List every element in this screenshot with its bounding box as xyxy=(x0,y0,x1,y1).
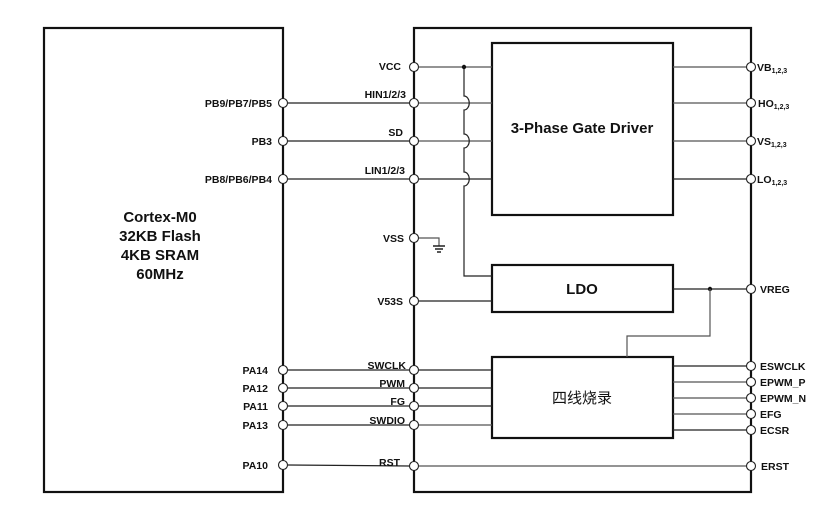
driver-pin-label: RST xyxy=(379,457,401,469)
mcu-box xyxy=(42,26,285,494)
pin-marker xyxy=(408,295,420,307)
driver-pin-label: LIN1/2/3 xyxy=(365,165,405,177)
driver-pin-label: ERST xyxy=(761,461,790,473)
pin-marker xyxy=(408,400,420,412)
pin-marker xyxy=(277,400,289,412)
mcu-title-line: 4KB SRAM xyxy=(121,247,199,264)
driver-pin-label: ESWCLK xyxy=(760,361,806,373)
ground-icon xyxy=(433,245,445,253)
pin-marker xyxy=(408,364,420,376)
pin-marker xyxy=(408,419,420,431)
driver-pin-label: HIN1/2/3 xyxy=(365,89,407,101)
pin-marker xyxy=(277,135,289,147)
pin-marker xyxy=(745,460,757,472)
driver-pin-label: PWM xyxy=(379,378,405,390)
driver-pin-label: V53S xyxy=(377,296,403,308)
driver-pin-label: VB1,2,3 xyxy=(757,62,787,75)
driver-pin-label: ECSR xyxy=(760,425,790,437)
driver-pin-label: VCC xyxy=(379,61,402,73)
mcu-pin-label: PA13 xyxy=(243,420,269,432)
mcu-pins: PB9/PB7/PB5 PB3 PB8/PB6/PB4 PA14 PA12 PA… xyxy=(205,97,289,472)
driver-pin-label: FG xyxy=(390,396,405,408)
pin-marker xyxy=(745,97,757,109)
pin-marker xyxy=(408,61,420,73)
pin-marker xyxy=(277,419,289,431)
driver-pin-label: VS1,2,3 xyxy=(757,136,787,149)
driver-pin-label: VREG xyxy=(760,284,790,296)
pin-marker xyxy=(745,61,757,73)
driver-pin-label: EPWM_N xyxy=(760,393,806,405)
mcu-pin-label: PB9/PB7/PB5 xyxy=(205,98,272,110)
driver-pin-label: EPWM_P xyxy=(760,377,806,389)
mcu-pin-label: PA10 xyxy=(243,460,269,472)
pin-marker xyxy=(277,97,289,109)
pin-marker xyxy=(408,460,420,472)
mcu-pin-label: PB3 xyxy=(252,136,273,148)
mcu-pin-label: PB8/PB6/PB4 xyxy=(205,174,272,186)
pin-marker xyxy=(277,364,289,376)
pin-marker xyxy=(745,360,757,372)
pin-marker xyxy=(277,382,289,394)
pin-marker xyxy=(277,459,289,471)
mcu-title-line: 32KB Flash xyxy=(119,228,201,245)
gate-driver-block xyxy=(490,41,675,217)
ldo-label: LDO xyxy=(566,281,598,298)
programmer-label: 四线烧录 xyxy=(552,389,612,407)
mcu-title-line: 60MHz xyxy=(136,266,184,283)
mcu-title: Cortex-M0 32KB Flash 4KB SRAM 60MHz xyxy=(119,209,201,283)
mcu-pin-label: PA12 xyxy=(243,383,269,395)
driver-right-pins: VB1,2,3 HO1,2,3 VS1,2,3 LO1,2,3 VREG ESW… xyxy=(745,61,806,473)
wire-vreg-to-programmer xyxy=(626,289,711,357)
driver-pin-label: EFG xyxy=(760,409,782,421)
driver-pin-label: SD xyxy=(388,127,403,139)
pin-marker xyxy=(745,424,757,436)
pin-marker xyxy=(408,135,420,147)
driver-pin-label: SWCLK xyxy=(368,360,407,372)
wire-vcc-to-ldo xyxy=(463,67,492,277)
pin-marker xyxy=(745,173,757,185)
pin-marker xyxy=(745,135,757,147)
pin-marker xyxy=(408,97,420,109)
pin-marker xyxy=(408,232,420,244)
mcu-pin-label: PA14 xyxy=(243,365,269,377)
pin-marker xyxy=(408,382,420,394)
driver-pin-label: SWDIO xyxy=(369,415,405,427)
junction-dot xyxy=(461,64,467,70)
programmer-block xyxy=(490,355,675,440)
pin-marker xyxy=(745,376,757,388)
wire-vss xyxy=(419,237,440,246)
wire-rst xyxy=(287,464,410,467)
pin-marker xyxy=(745,283,757,295)
driver-left-pins: VCC HIN1/2/3 SD LIN1/2/3 VSS V53S SWCLK … xyxy=(365,61,420,472)
driver-pin-label: LO1,2,3 xyxy=(757,174,787,187)
pin-marker xyxy=(277,173,289,185)
pin-marker xyxy=(745,392,757,404)
pin-marker xyxy=(408,173,420,185)
mcu-title-line: Cortex-M0 xyxy=(123,209,196,226)
driver-pin-label: HO1,2,3 xyxy=(758,98,789,111)
pin-marker xyxy=(745,408,757,420)
gate-driver-label: 3-Phase Gate Driver xyxy=(511,120,654,137)
mcu-pin-label: PA11 xyxy=(243,401,268,413)
driver-pin-label: VSS xyxy=(383,233,404,245)
